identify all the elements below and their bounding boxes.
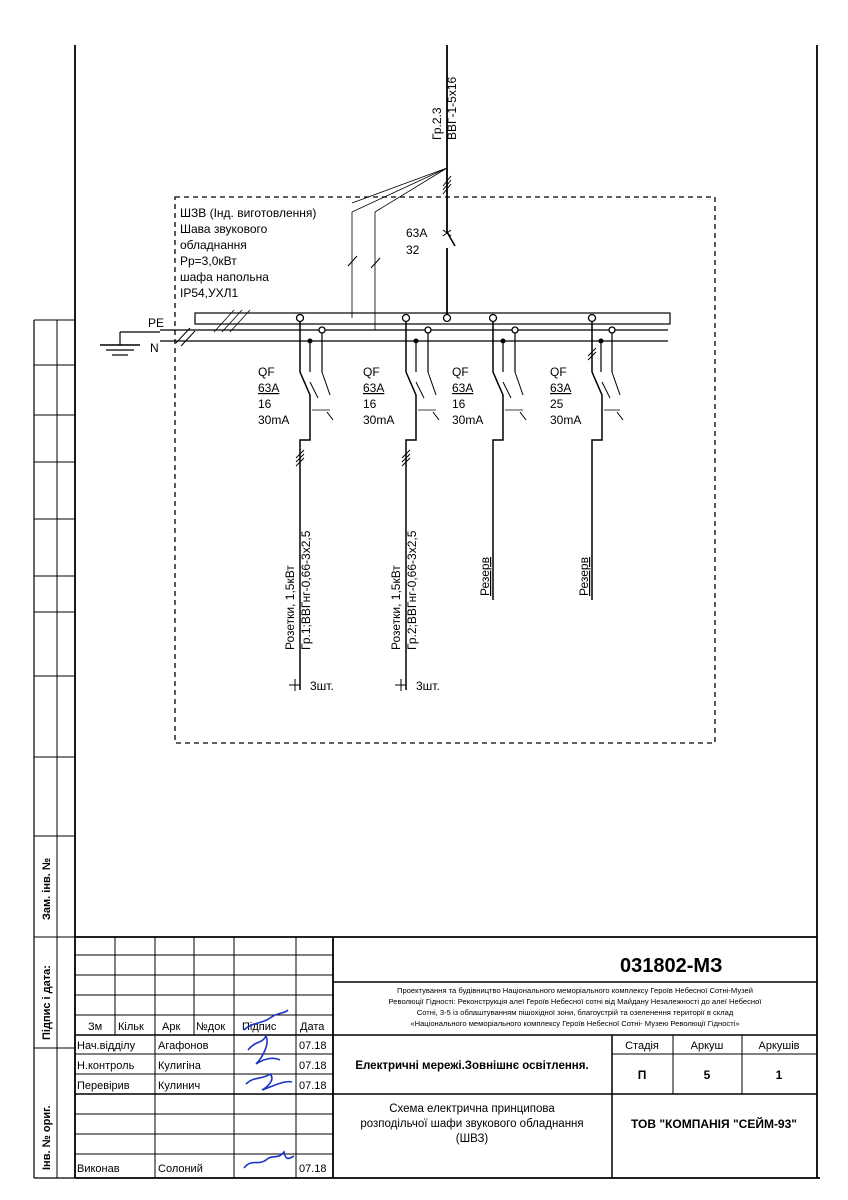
- feeder-3-label1: Резерв: [478, 557, 492, 596]
- feeder-4-rating: 63А: [550, 381, 571, 395]
- feeder-4: QF 63А 25 30mA Резерв: [550, 365, 591, 596]
- row-4-name: Солоний: [158, 1163, 203, 1175]
- n-label: N: [150, 341, 159, 355]
- company-name: ТОВ "КОМПАНІЯ "СЕЙМ-93": [631, 1116, 797, 1131]
- title-block: 031802-МЗ Проектування та будівництво На…: [77, 955, 800, 1175]
- sheets-value: 1: [776, 1068, 783, 1082]
- feeder-2-label2: Гр.2;ВВГнг-0,66-3х2,5: [405, 530, 419, 650]
- feeder-2: QF 63А 16 30mA Розетки, 1,5кВт Гр.2;ВВГн…: [363, 365, 440, 693]
- drawing-line-1: Схема електрична принципова: [389, 1103, 555, 1115]
- side-inv-orig: Інв. № ориг.: [41, 1105, 53, 1170]
- cabinet-line-1: ШЗВ (Інд. виготовлення): [180, 206, 316, 220]
- hdr-ark: Арк: [162, 1021, 180, 1033]
- drawing-line-2: розподільчої шафи звукового обладнання: [360, 1118, 583, 1130]
- hdr-data: Дата: [300, 1021, 325, 1033]
- signature-3: [245, 1072, 293, 1091]
- pe-label: PE: [148, 316, 164, 330]
- sheets-header: Аркушів: [758, 1040, 799, 1052]
- project-line-4: «Національного меморіального комплексу Г…: [410, 1019, 739, 1028]
- feeder-1-label1: Розетки, 1,5кВт: [283, 565, 297, 650]
- feeder-4-device: QF: [550, 365, 567, 379]
- hdr-kilk: Кільк: [118, 1021, 144, 1033]
- row-2-name: Кулигіна: [158, 1060, 202, 1072]
- cabinet-line-4: Рр=3,0кВт: [180, 254, 237, 268]
- signature-2: [247, 1034, 281, 1065]
- section-title: Електричні мережі.Зовнішнє освітлення.: [355, 1060, 588, 1072]
- feeder-lines: [289, 322, 624, 691]
- row-1-name: Агафонов: [158, 1040, 209, 1052]
- side-sign-date: Підпис і дата:: [41, 965, 53, 1040]
- side-zam-inv: Зам. інв. №: [41, 858, 53, 920]
- feeder-4-current: 25: [550, 397, 564, 411]
- hdr-zm: Зм: [88, 1021, 102, 1033]
- row-2-role: Н.контроль: [77, 1060, 135, 1072]
- feeder-3: QF 63А 16 30mA Резерв: [452, 365, 492, 596]
- row-1-role: Нач.відділу: [77, 1040, 136, 1052]
- feeder-3-current: 16: [452, 397, 466, 411]
- supply-group: Гр.2.3: [430, 107, 444, 140]
- side-stamp-grid: [34, 364, 75, 1049]
- main-breaker-rating: 63А: [406, 226, 427, 240]
- feeder-3-device: QF: [452, 365, 469, 379]
- hdr-ndok: №док: [196, 1021, 225, 1033]
- row-3-date: 07.18: [299, 1080, 327, 1092]
- sheet-value: 5: [704, 1068, 711, 1082]
- feeder-1-rating: 63А: [258, 381, 279, 395]
- feeder-1-label2: Гр.1;ВВГнг-0,66-3х2,5: [299, 530, 313, 650]
- supply-line: [347, 45, 456, 330]
- cabinet-line-6: ІР54,УХЛ1: [180, 286, 239, 300]
- hdr-pidpys: Підпис: [242, 1021, 277, 1033]
- feeder-1-current: 16: [258, 397, 272, 411]
- stage-value: П: [638, 1068, 647, 1082]
- feeder-4-leak: 30mA: [550, 413, 581, 427]
- signature-1: [243, 1009, 289, 1031]
- project-line-1: Проектування та будівництво Національног…: [397, 986, 753, 995]
- feeder-2-current: 16: [363, 397, 377, 411]
- feeder-2-rating: 63А: [363, 381, 384, 395]
- feeder-2-leak: 30mA: [363, 413, 394, 427]
- project-line-3: Сотні, 3-5 із облаштуванням пішохідної з…: [417, 1008, 734, 1017]
- feeder-1-count: 3шт.: [310, 679, 334, 693]
- feeder-1: QF 63А 16 30mA Розетки, 1,5кВт Гр.1;ВВГн…: [258, 365, 334, 693]
- row-3-name: Кулинич: [158, 1080, 200, 1092]
- sheet-header: Аркуш: [691, 1040, 724, 1052]
- feeder-2-device: QF: [363, 365, 380, 379]
- bus-bars: [100, 309, 671, 356]
- signature-4: [243, 1150, 295, 1169]
- feeder-1-device: QF: [258, 365, 275, 379]
- feeder-4-label1: Резерв: [577, 557, 591, 596]
- cabinet-box: [174, 196, 716, 744]
- cabinet-description: ШЗВ (Інд. виготовлення) Шава звукового о…: [180, 206, 316, 300]
- row-4-role: Виконав: [77, 1163, 120, 1175]
- cabinet-line-5: шафа напольна: [180, 270, 269, 284]
- title-block-grid: [75, 936, 817, 1178]
- bus-nodes: [295, 313, 616, 334]
- project-line-2: Революції Гідності: Реконструкція алеї Г…: [389, 997, 763, 1006]
- row-1-date: 07.18: [299, 1040, 327, 1052]
- doc-code: 031802-МЗ: [620, 955, 723, 977]
- feeder-3-leak: 30mA: [452, 413, 483, 427]
- cabinet-line-3: обладнання: [180, 238, 247, 252]
- feeder-3-rating: 63А: [452, 381, 473, 395]
- feeder-1-leak: 30mA: [258, 413, 289, 427]
- feeder-2-count: 3шт.: [416, 679, 440, 693]
- cabinet-line-2: Шава звукового: [180, 222, 268, 236]
- side-stamp: Зам. інв. № Підпис і дата: Інв. № ориг.: [41, 858, 53, 1170]
- stage-header: Стадія: [625, 1040, 659, 1052]
- supply-cable: ВВГ-1-5х16: [445, 76, 459, 140]
- signatures: [243, 1009, 295, 1169]
- row-4-date: 07.18: [299, 1163, 327, 1175]
- row-2-date: 07.18: [299, 1060, 327, 1072]
- drawing-line-3: (ШВЗ): [456, 1133, 489, 1145]
- main-breaker-current: 32: [406, 243, 420, 257]
- row-3-role: Перевірив: [77, 1080, 130, 1092]
- feeder-2-label1: Розетки, 1,5кВт: [389, 565, 403, 650]
